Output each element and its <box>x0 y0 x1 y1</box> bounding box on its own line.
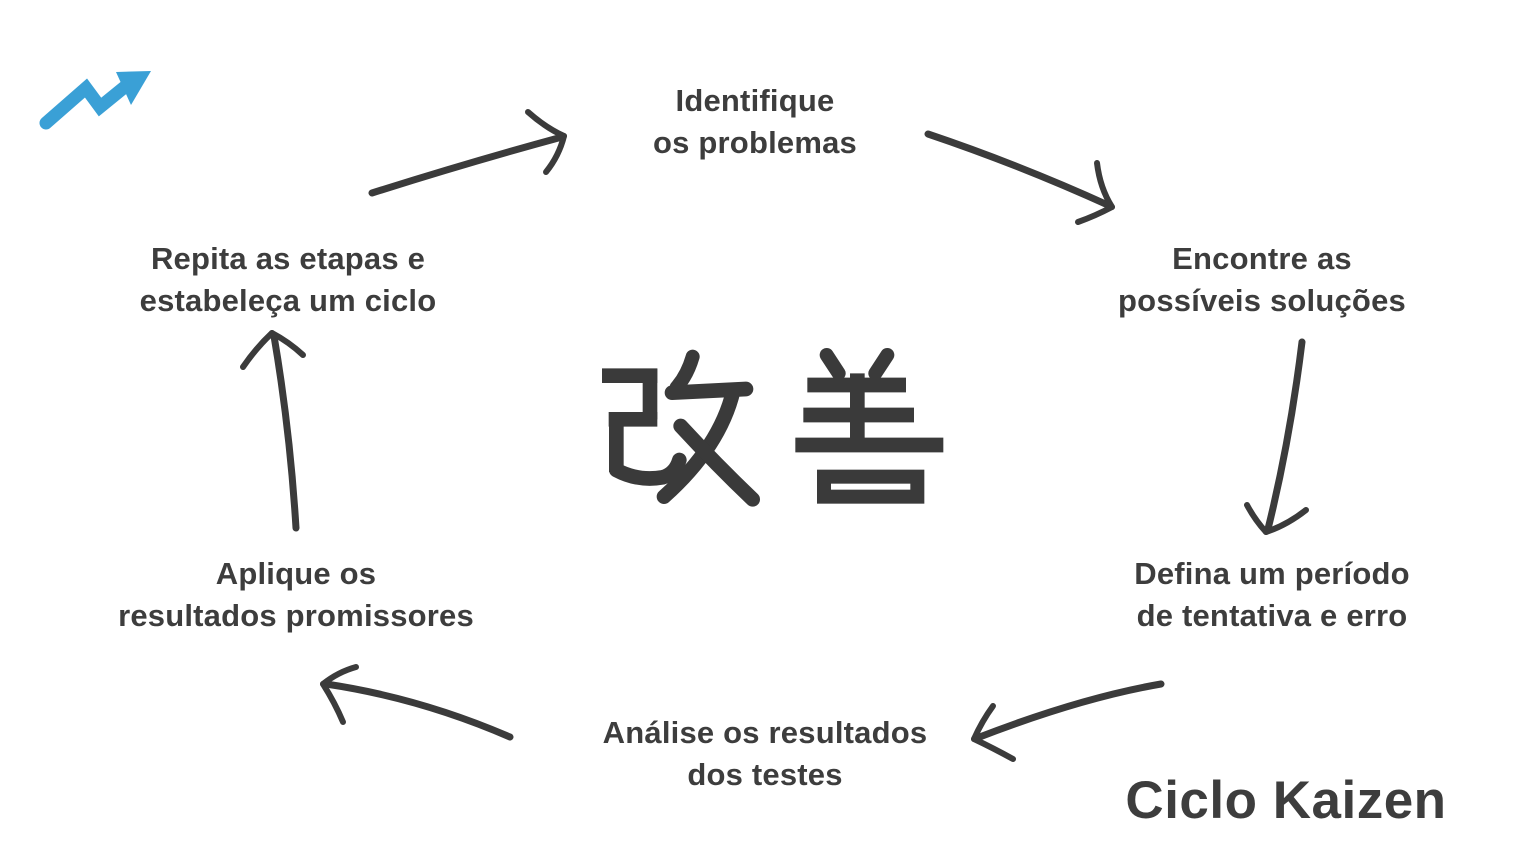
step-repita: Repita as etapas e estabeleça um ciclo <box>139 241 437 319</box>
step-encontre: Encontre as possíveis soluções <box>1118 241 1406 319</box>
step-analise: Análise os resultados dos testes <box>602 715 928 793</box>
step-identifique: Identifique os problemas <box>653 83 857 161</box>
kaizen-kanji <box>602 348 944 507</box>
step-defina: Defina um período de tentativa e erro <box>1134 556 1410 634</box>
trending-up-icon <box>39 71 151 130</box>
arrow-identifique-to-encontre <box>924 130 1115 225</box>
step-aplique: Aplique os resultados promissores <box>118 556 474 634</box>
arrow-defina-to-analise <box>971 680 1165 762</box>
arrow-encontre-to-defina <box>1244 338 1309 535</box>
diagram-title: Ciclo Kaizen <box>1125 771 1447 830</box>
arrow-analise-to-aplique <box>320 664 514 741</box>
arrow-aplique-to-repita <box>240 330 306 532</box>
arrow-repita-to-identifique <box>368 109 567 197</box>
